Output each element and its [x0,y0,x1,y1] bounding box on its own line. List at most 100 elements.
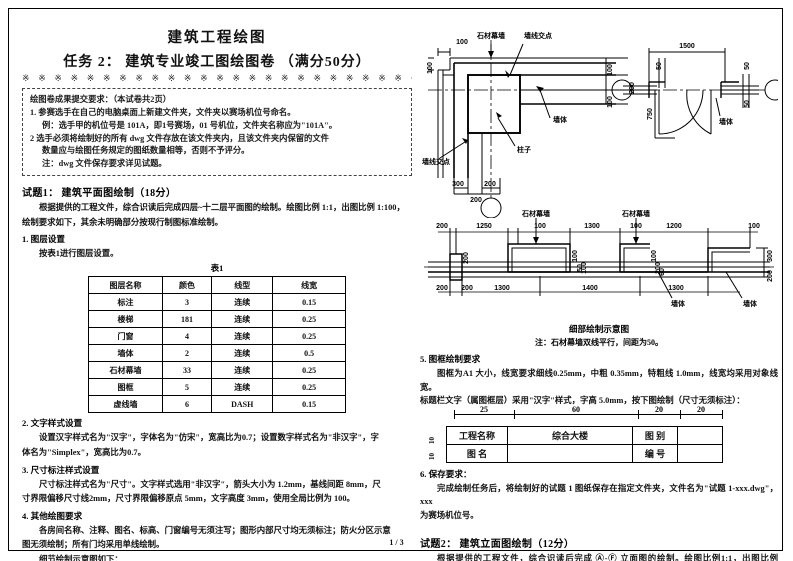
table-row: 墙体 2 连续 0.5 [88,344,346,363]
table-header-row: 图层名称 颜色 线型 线宽 [88,276,346,295]
table-row: 标注 3 连续 0.15 [88,293,346,312]
table-row: 石材幕墙 33 连续 0.25 [88,361,346,380]
cell-color: 2 [161,344,213,363]
svg-text:200: 200 [461,285,473,292]
question1-intro-line1: 根据提供的工程文件，综合识读后完成四层~十二层平面图的绘制。绘图比例 1:1，出… [39,203,405,213]
svg-text:200: 200 [484,181,496,188]
svg-text:50: 50 [744,62,751,70]
title-block-wrap: 10 10 工程名称 综合大楼 图 别 图 名 编 号 [420,425,778,463]
svg-text:200: 200 [655,262,662,274]
cell-linewidth: 0.25 [272,310,346,329]
col-linewidth: 线宽 [272,276,346,295]
label-column: 柱子 [517,145,531,154]
svg-text:200: 200 [629,82,636,94]
section5-line2: 标题栏文字（属图框层）采用"汉字"样式，字高 5.0mm，按下图绘制（尺寸无须标… [420,396,745,406]
svg-text:50: 50 [656,62,663,70]
svg-text:100: 100 [607,96,614,108]
cell-color: 5 [161,378,213,397]
table-row: 图框 5 连续 0.25 [88,378,346,397]
svg-text:200: 200 [436,223,448,230]
section4-line3: 细节绘制示意图如下： [39,555,123,561]
notice-item-2-cont: 数量应与绘图任务规定的图纸数量相等，否则不予评分。 [42,146,250,156]
label-wall-door: 墙体 [719,117,734,126]
svg-text:200: 200 [767,270,774,282]
table-row: 门窗 4 连续 0.25 [88,327,346,346]
left-column: 建筑工程绘图 任务 2： 建筑专业竣工图绘图卷 （满分50分） ※ ※ ※ ※ … [22,18,412,561]
section2-line1: 设置汉字样式名为"汉字"，字体名为"仿宋"，宽高比为0.7；设置数字样式名为"非… [39,433,379,443]
cell-linetype: 连续 [211,344,274,363]
dim-60: 60 [572,404,580,414]
cell-linewidth: 0.25 [272,327,346,346]
tb-drawing-name-value [507,443,633,463]
tb-number-value [677,443,723,463]
svg-text:60: 60 [659,268,666,276]
dim-20-b: 20 [697,404,705,414]
section2-line2: 体名为"Simplex"，宽高比为0.7。 [22,447,146,457]
svg-text:50: 50 [577,264,584,272]
cell-linetype: 连续 [211,310,274,329]
table-body: 标注 3 连续 0.15 楼梯 181 连续 0.25 门窗 4 连续 0.25 [88,293,346,414]
table-caption: 表1 [210,264,224,274]
figure-note: 注：石材幕墙双线平行，间距为50。 [535,338,663,347]
cell-linetype: 连续 [211,361,274,380]
svg-text:100: 100 [607,64,614,76]
svg-text:200: 200 [436,285,448,292]
cell-layer-name: 墙体 [88,344,163,363]
section1-text: 按表1进行图层设置。 [39,249,119,259]
title-block-table: 工程名称 综合大楼 图 别 图 名 编 号 [446,425,723,463]
svg-text:1300: 1300 [494,285,510,292]
notice-item-2-note: 注：dwg 文件保存要求详见试题。 [42,159,167,169]
document-title: 建筑工程绘图 [167,30,267,46]
cell-layer-name: 楼梯 [88,310,163,329]
cell-layer-name: 石材幕墙 [88,361,163,380]
svg-text:300: 300 [767,250,774,262]
cell-linewidth: 0.25 [272,378,346,397]
label-curtain-wall-2: 石材幕墙 [621,210,650,218]
tb-side-dim-2: 10 [428,452,436,460]
dim-25: 25 [480,404,488,414]
section5-heading: 5. 图框绘制要求 [420,354,481,364]
question2-heading: 试题2： 建筑立面图绘制（12分） [420,538,575,550]
label-curtain-wall: 石材幕墙 [476,31,505,40]
page-border [8,8,783,551]
svg-text:100: 100 [748,223,760,230]
label-wall-1: 墙体 [671,299,686,308]
svg-text:50: 50 [744,100,751,108]
figure-wall-detail: 200 1250 100 1300 100 1200 100 200 200 1… [420,210,778,348]
question1-intro-line2: 绘制要求如下，其余未明确部分按现行制图标准绘制。 [22,217,223,227]
title-block-row: 图 名 编 号 [446,443,723,463]
section4-line2: 图无须绘制；所有门均采用单线绘制。 [22,540,165,550]
label-curtain-wall-1: 石材幕墙 [521,210,550,218]
submission-notice-box: 绘图卷成果提交要求：（本试卷共2页） 1. 参赛选手在自己的电脑桌面上新建文件夹… [22,88,412,177]
svg-text:100: 100 [651,250,658,262]
label-wall-intersection-1: 墙线交点 [524,31,552,40]
dim-20-a: 20 [655,404,663,414]
svg-text:1300: 1300 [668,285,684,292]
label-wall: 墙体 [553,115,568,124]
svg-text:200: 200 [470,197,482,204]
label-wall-2: 墙体 [743,299,758,308]
svg-text:100: 100 [534,223,546,230]
task-title: 任务 2： 建筑专业竣工图绘图卷 （满分50分） [63,55,371,70]
table-row: 虚线墙 6 DASH 0.15 [88,395,346,414]
section5-line1: 图框为A1 大小，线宽要求细线0.25mm，中粗 0.35mm，特粗线 1.0m… [420,369,778,392]
cell-linetype: 连续 [211,327,274,346]
cell-color: 6 [161,395,213,414]
tb-number-label: 编 号 [632,443,678,463]
cell-linewidth: 0.5 [272,344,346,363]
section4-line1: 各房间名称、注释、图名、标高、门窗编号无须注写；图形内部尺寸均无须标注；防火分区… [39,525,391,535]
svg-text:200: 200 [463,252,470,264]
svg-text:100: 100 [456,39,468,46]
cell-layer-name: 图框 [88,378,163,397]
col-linetype: 线型 [211,276,274,295]
title-block-dimension-row: 25 60 20 20 [446,404,778,424]
right-column: 100 100 300 200 200 100 100 200 石材幕墙 墙线交… [420,18,778,561]
section2-heading: 2. 文字样式设置 [22,418,83,429]
section4-heading: 4. 其他绘图要求 [22,510,83,521]
table-row: 楼梯 181 连续 0.25 [88,310,346,329]
svg-text:100: 100 [572,250,579,262]
layer-settings-table: 图层名称 颜色 线型 线宽 标注 3 连续 0.15 楼梯 181 连续 0.2 [88,276,346,414]
col-layer-name: 图层名称 [88,276,163,295]
section6-line2: 为赛场机位号。 [420,511,479,521]
